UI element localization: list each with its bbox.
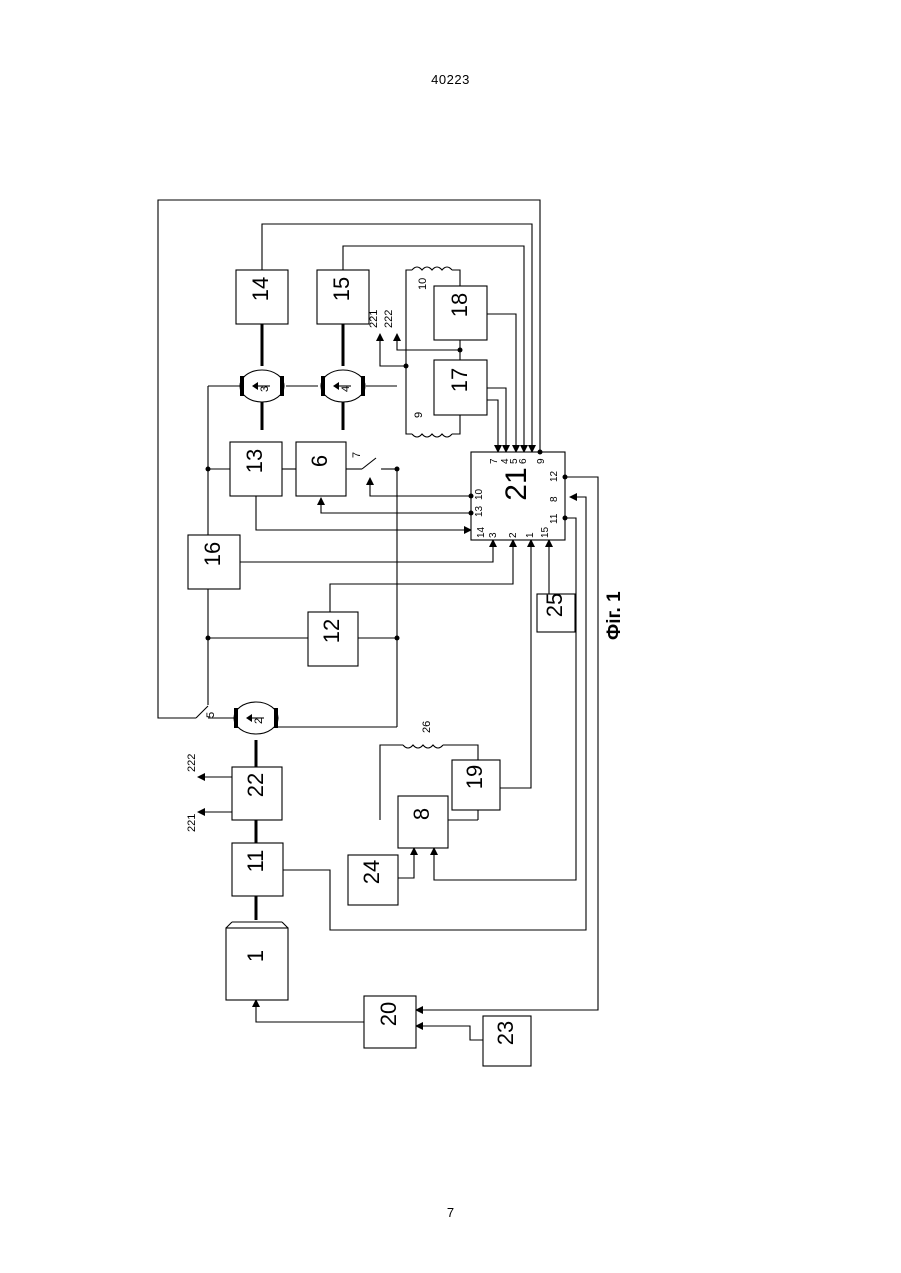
page-footer-number: 7 (0, 1205, 901, 1220)
block-21: 21 7 4 5 6 9 10 13 14 3 2 1 15 11 8 12 (471, 452, 565, 540)
coil-9-label: 9 (413, 412, 425, 418)
svg-text:11: 11 (243, 850, 268, 873)
block-12: 12 (308, 612, 358, 666)
svg-text:15: 15 (329, 277, 354, 301)
machine-4: 4 (321, 370, 365, 402)
block-23: 23 (483, 1016, 531, 1066)
figure-caption: Фіг. 1 (604, 591, 625, 640)
block-16: 16 (188, 535, 240, 589)
block-15: 15 (317, 270, 369, 324)
pin-12: 12 (549, 470, 560, 482)
pin-2: 2 (508, 532, 519, 538)
svg-text:1: 1 (243, 950, 268, 962)
svg-text:18: 18 (447, 293, 472, 317)
block-24: 24 (348, 855, 398, 905)
svg-text:20: 20 (376, 1002, 401, 1026)
pin-1: 1 (525, 532, 536, 538)
block-18: 18 (434, 286, 487, 340)
pin-6: 6 (518, 458, 529, 464)
block-17: 17 (434, 360, 487, 415)
block-22: 22 (232, 767, 282, 820)
svg-text:8: 8 (409, 808, 434, 820)
pin-13: 13 (474, 505, 485, 517)
machine-2: 2 (234, 702, 278, 734)
output-221-top: 221 (368, 310, 380, 328)
coil-10-label: 10 (417, 278, 429, 290)
pin-8: 8 (549, 496, 560, 502)
coil-9: 9 (412, 412, 452, 437)
machine-4-label: 4 (340, 386, 352, 392)
machine-3: 3 (240, 370, 284, 402)
coil-26-label: 26 (421, 721, 433, 733)
block-13: 13 (230, 442, 282, 496)
svg-text:22: 22 (243, 773, 268, 797)
pin-3: 3 (488, 532, 499, 538)
svg-text:12: 12 (319, 619, 344, 643)
svg-text:19: 19 (462, 765, 487, 789)
svg-text:13: 13 (242, 449, 267, 473)
block-6: 6 (296, 442, 346, 496)
svg-text:23: 23 (493, 1021, 518, 1045)
svg-text:16: 16 (200, 542, 225, 566)
pin-10: 10 (474, 488, 485, 500)
block-14: 14 (236, 270, 288, 324)
block-11: 11 (232, 843, 283, 896)
svg-text:25: 25 (542, 593, 567, 617)
switch-5-label: 5 (205, 712, 217, 718)
svg-text:24: 24 (359, 860, 384, 884)
svg-text:14: 14 (248, 277, 273, 301)
pin-11: 11 (549, 513, 560, 524)
output-222-left: 222 (186, 754, 198, 772)
block-8: 8 (398, 796, 448, 848)
block-20: 20 (364, 996, 416, 1048)
block-25: 25 (537, 593, 575, 632)
block-19: 19 (452, 760, 500, 810)
svg-text:6: 6 (307, 455, 332, 467)
machine-3-label: 3 (259, 386, 271, 392)
pin-14: 14 (476, 526, 487, 538)
svg-text:21: 21 (500, 467, 533, 500)
switch-7-label: 7 (351, 452, 363, 458)
block-1: 1 (226, 922, 288, 1000)
output-221-left: 221 (186, 814, 198, 832)
pin-15: 15 (540, 526, 551, 538)
output-222-top: 222 (383, 310, 395, 328)
pin-7: 7 (489, 458, 500, 464)
pin-9: 9 (536, 458, 547, 464)
coil-26: 26 (403, 721, 443, 748)
machine-2-label: 2 (253, 718, 265, 724)
switch-5: 5 (196, 706, 235, 718)
svg-text:17: 17 (447, 368, 472, 392)
